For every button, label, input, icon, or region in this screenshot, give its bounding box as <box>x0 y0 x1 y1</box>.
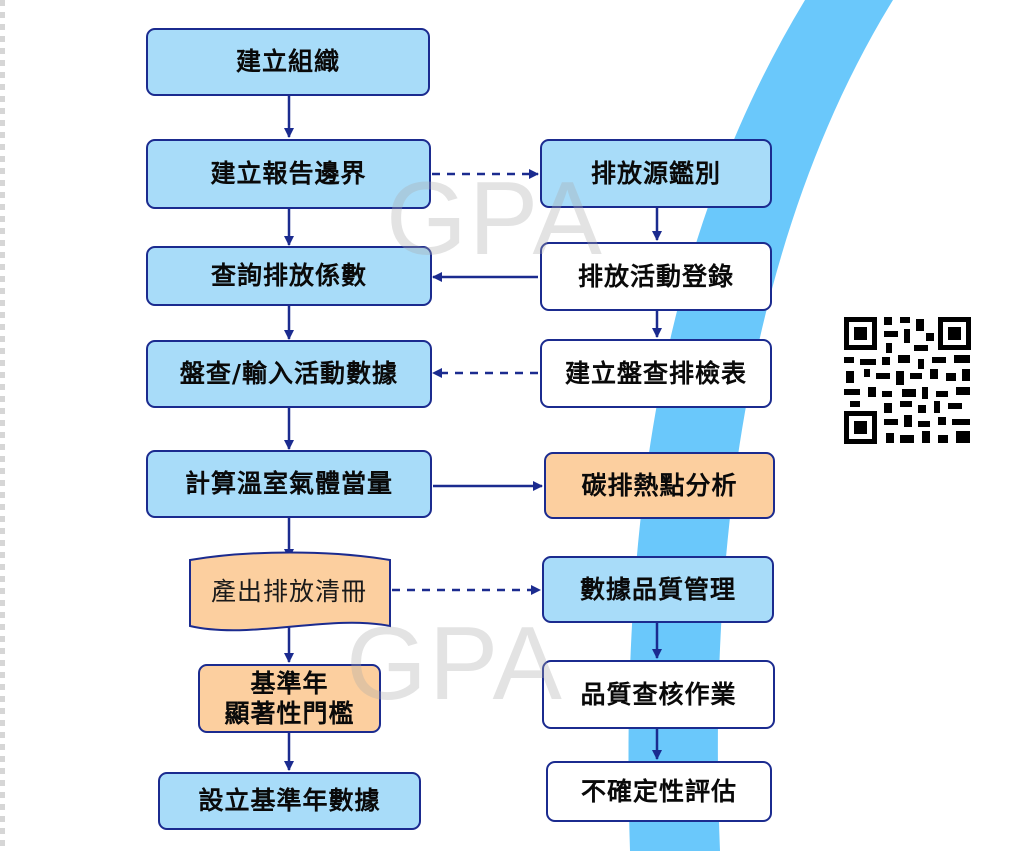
left-dashed-edge <box>0 0 5 851</box>
node-uncertainty: 不確定性評估 <box>546 761 772 822</box>
watermark-top: GPA <box>386 161 604 277</box>
node-quality-check: 品質查核作業 <box>542 660 775 729</box>
node-checklist: 建立盤查排檢表 <box>540 339 772 408</box>
base-year-line1: 基準年 <box>250 668 329 698</box>
node-query-factor: 查詢排放係數 <box>146 246 432 306</box>
node-activity-register: 排放活動登錄 <box>540 242 772 311</box>
node-input-activity: 盤查/輸入活動數據 <box>146 340 432 408</box>
base-year-line2: 顯著性門檻 <box>224 698 355 728</box>
node-base-year-threshold: 基準年 顯著性門檻 <box>198 664 381 733</box>
decorative-blue-stripe <box>628 0 893 851</box>
node-set-base-year: 設立基準年數據 <box>158 772 421 830</box>
qr-code-icon <box>842 315 973 446</box>
node-calc-ghg: 計算溫室氣體當量 <box>146 450 432 518</box>
node-hotspot: 碳排熱點分析 <box>544 452 775 519</box>
node-report-boundary: 建立報告邊界 <box>146 139 431 209</box>
node-data-quality: 數據品質管理 <box>542 556 774 623</box>
node-inventory: 產出排放清冊 <box>210 577 367 606</box>
node-source-identify: 排放源鑑別 <box>540 139 772 208</box>
inventory-document-shape <box>189 551 391 632</box>
node-create-org: 建立組織 <box>146 28 430 96</box>
watermark-bottom: GPA <box>346 606 564 722</box>
